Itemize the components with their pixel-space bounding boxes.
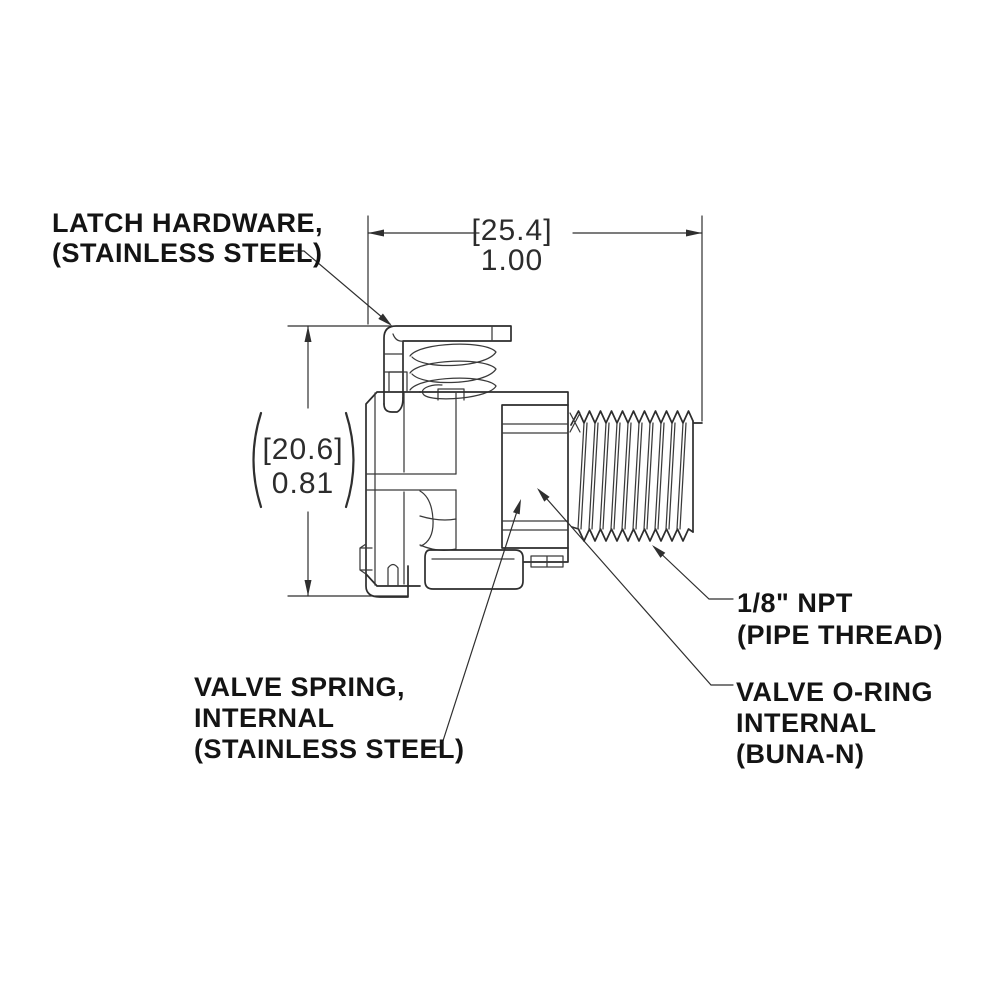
dimension-height: [20.6] 0.81	[252, 325, 409, 597]
thread-top-crests	[570, 410, 694, 426]
leader-valve-oring	[537, 488, 734, 686]
foot-outline	[424, 549, 524, 590]
flange-bands	[365, 473, 457, 491]
width-dim-bracket-value: [25.4]	[471, 214, 552, 247]
body-flange	[359, 371, 457, 598]
flange-bottom-outer-tab	[359, 543, 373, 575]
valve-oring-line-2: INTERNAL	[736, 708, 877, 738]
latch-leader-line	[280, 250, 391, 325]
cavity-outline	[501, 404, 569, 549]
width-dim-decimal-value: 1.00	[481, 244, 543, 277]
leader-valve-spring	[423, 499, 521, 748]
valve-spring-line-2: INTERNAL	[194, 703, 335, 733]
pipe-thread-line-1: 1/8" NPT	[737, 588, 853, 618]
oring-leader-line	[538, 489, 734, 686]
spring-leader-arrow	[513, 499, 521, 515]
height-dim-decimal-value: 0.81	[272, 467, 334, 500]
thread-end-face	[692, 420, 703, 533]
spring-bottom-loop	[421, 384, 497, 400]
spring-coil-2	[409, 360, 497, 384]
latch-hardware-line-2: (STAINLESS STEEL)	[52, 238, 323, 268]
oring-leader-arrow	[537, 488, 550, 502]
height-arrow-bottom	[304, 580, 312, 596]
body-fillet-curves	[419, 490, 457, 551]
spring-coil-1	[409, 343, 497, 367]
latch-bracket-corner	[392, 333, 404, 342]
label-valve-spring: VALVE SPRING, INTERNAL (STAINLESS STEEL)	[194, 672, 465, 764]
npt-threads	[569, 410, 703, 542]
cavity-upper-lines	[501, 423, 569, 434]
leader-pipe-thread	[652, 545, 734, 600]
latch-bracket-foot	[383, 397, 404, 413]
flange-outline	[365, 391, 421, 587]
width-arrow-right	[686, 229, 702, 237]
thread-start-notch	[569, 412, 581, 433]
valve-oring-line-3: (BUNA-N)	[736, 739, 864, 769]
label-latch-hardware: LATCH HARDWARE, (STAINLESS STEEL)	[52, 208, 323, 268]
spring-seat-tab	[437, 388, 465, 401]
valve-spring-line-1: VALVE SPRING,	[194, 672, 405, 702]
latch-spring	[409, 343, 497, 401]
latch-bracket-bend-ticks	[383, 353, 404, 373]
valve-cavity	[501, 404, 569, 549]
body-bottom-right-tab	[530, 555, 564, 568]
spring-coil-3	[409, 377, 497, 391]
latch-hardware-line-1: LATCH HARDWARE,	[52, 208, 323, 238]
body-block	[419, 391, 569, 568]
spring-leader-line	[423, 501, 521, 748]
latch-leader-arrow	[378, 313, 392, 326]
body-outline	[419, 391, 569, 563]
cavity-lower-lines	[501, 520, 569, 531]
label-valve-oring: VALVE O-RING INTERNAL (BUNA-N)	[736, 677, 933, 769]
flange-bottom-skirt	[365, 565, 409, 598]
valve-spring-line-3: (STAINLESS STEEL)	[194, 734, 465, 764]
valve-oring-line-1: VALVE O-RING	[736, 677, 933, 707]
pipe-thread-line-2: (PIPE THREAD)	[737, 620, 943, 650]
flange-bottom-button	[387, 563, 399, 587]
height-reference-parens	[252, 411, 355, 509]
width-arrow-left	[368, 229, 384, 237]
flange-top-tab	[388, 371, 408, 393]
height-dim-bracket-value: [20.6]	[262, 433, 343, 466]
dimension-width: [25.4] 1.00	[367, 214, 703, 422]
npt-leader-line	[653, 546, 734, 600]
height-arrow-top	[304, 326, 312, 342]
thread-flank-lines	[577, 422, 687, 530]
latch-bracket-outer	[383, 325, 512, 405]
bottom-foot	[424, 549, 524, 590]
label-pipe-thread: 1/8" NPT (PIPE THREAD)	[737, 588, 943, 650]
npt-leader-arrow	[652, 545, 666, 558]
leader-latch-hardware	[280, 250, 392, 326]
